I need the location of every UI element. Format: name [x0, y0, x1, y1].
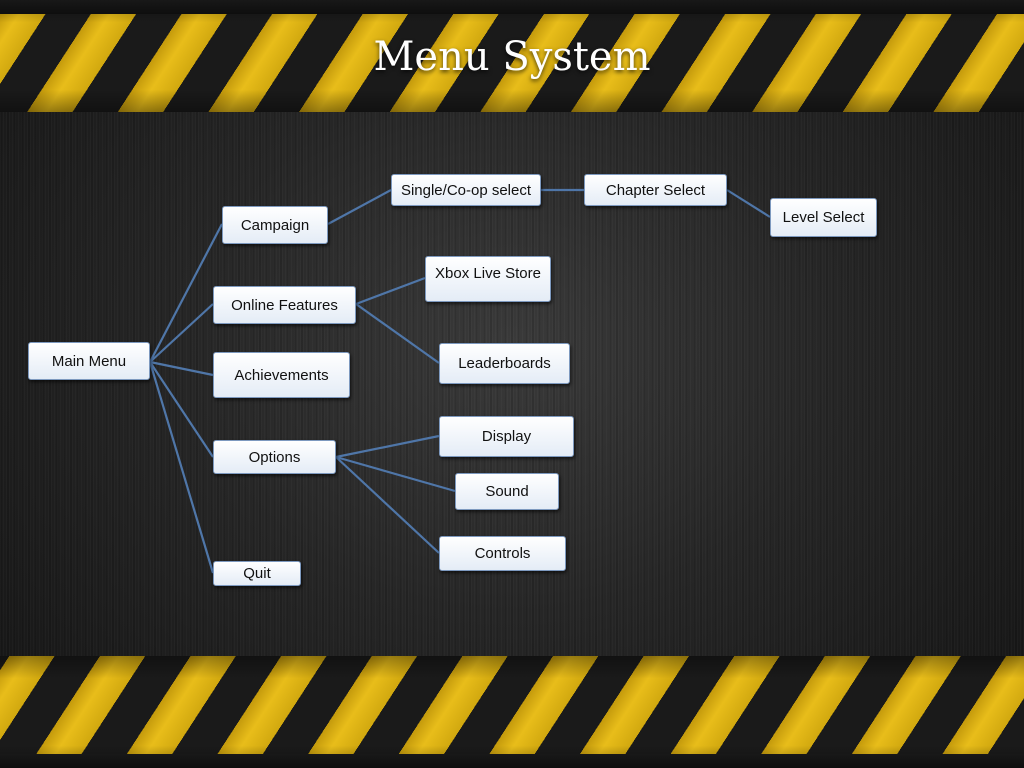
node-xbox-live-store: Xbox Live Store: [425, 256, 551, 302]
node-quit: Quit: [213, 561, 301, 586]
link-chapter-level: [726, 189, 771, 218]
node-controls: Controls: [439, 536, 566, 571]
link-online-store: [355, 276, 426, 306]
node-online-features: Online Features: [213, 286, 356, 324]
link-options-controls: [335, 456, 440, 554]
link-main-online: [149, 303, 214, 363]
link-main-quit: [148, 361, 215, 574]
node-level-select: Level Select: [770, 198, 877, 237]
node-options: Options: [213, 440, 336, 474]
hazard-stripe-top: [0, 0, 1024, 112]
link-main-campaign: [149, 223, 223, 363]
node-display: Display: [439, 416, 574, 457]
node-leaderboards: Leaderboards: [439, 343, 570, 384]
link-main-achievements: [149, 360, 214, 377]
link-online-leaderboards: [355, 303, 440, 364]
link-campaign-single: [327, 189, 392, 225]
node-main-menu: Main Menu: [28, 342, 150, 380]
node-chapter-select: Chapter Select: [584, 174, 727, 206]
link-main-options: [149, 361, 214, 458]
link-options-display: [335, 434, 440, 459]
node-campaign: Campaign: [222, 206, 328, 244]
node-single-coop-select: Single/Co-op select: [391, 174, 541, 206]
hazard-stripe-bottom: [0, 656, 1024, 768]
bottom-edge-band: [0, 754, 1024, 768]
link-options-sound: [335, 455, 456, 493]
node-sound: Sound: [455, 473, 559, 510]
top-edge-band: [0, 0, 1024, 14]
slide-title: Menu System: [373, 34, 651, 80]
node-achievements: Achievements: [213, 352, 350, 398]
